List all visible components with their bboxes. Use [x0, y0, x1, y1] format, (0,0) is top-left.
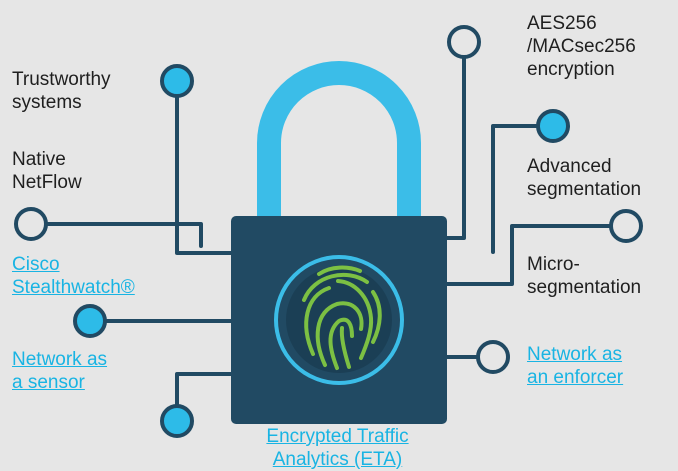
connector-lines [42, 55, 612, 412]
padlock-shackle [257, 61, 421, 218]
link-network-as-enforcer[interactable]: Network as an enforcer [527, 344, 624, 388]
link-encrypted-traffic-analytics[interactable]: Encrypted Traffic Analytics (ETA) [266, 426, 409, 470]
node-sensor [73, 304, 107, 338]
line-aes [445, 55, 466, 240]
fingerprint-icon [274, 255, 404, 385]
line-eta [175, 372, 233, 412]
label-micro-segmentation: Micro- segmentation [527, 254, 642, 298]
label-native-netflow: Native NetFlow [12, 149, 82, 193]
node-netflow [14, 207, 48, 241]
node-advanced [536, 109, 570, 143]
node-enforcer [476, 340, 510, 374]
label-advanced-segmentation: Advanced segmentation [527, 156, 642, 200]
label-aes256-macsec256: AES256 /MACsec256 encryption [527, 13, 636, 80]
node-micro [609, 209, 643, 243]
node-aes [447, 25, 481, 59]
line-advanced [491, 124, 540, 254]
link-cisco-stealthwatch[interactable]: Cisco Stealthwatch® [12, 254, 135, 298]
connector-nodes [14, 25, 643, 438]
line-trustworthy [175, 95, 233, 255]
node-trustworthy [160, 64, 194, 98]
link-network-as-sensor[interactable]: Network as a sensor [12, 349, 108, 393]
label-trustworthy-systems: Trustworthy systems [12, 69, 111, 113]
line-netflow [42, 222, 203, 248]
node-eta [160, 404, 194, 438]
line-micro [445, 224, 612, 286]
